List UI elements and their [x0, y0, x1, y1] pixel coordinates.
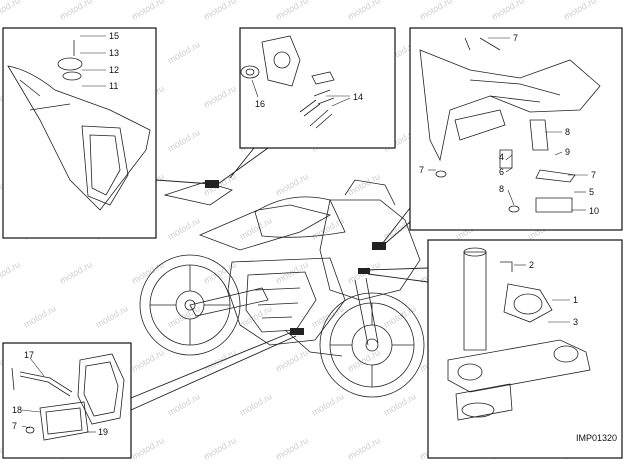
watermark-text: motod.ru	[274, 0, 310, 22]
callout-15: 15	[109, 31, 119, 41]
watermark-text: motod.ru	[346, 347, 382, 373]
watermark-text: motod.ru	[238, 391, 274, 417]
callout-4: 4	[499, 152, 504, 162]
watermark-text: motod.ru	[490, 0, 526, 22]
callout-7-right: 7	[591, 170, 596, 180]
callout-12: 12	[109, 65, 119, 75]
callout-13: 13	[109, 48, 119, 58]
watermark-text: motod.ru	[346, 435, 382, 461]
callout-19: 19	[98, 427, 108, 437]
watermark-text: motod.ru	[382, 303, 418, 329]
watermark-text: motod.ru	[130, 259, 166, 285]
watermark-text: motod.ru	[346, 171, 382, 197]
watermark-text: motod.ru	[238, 215, 274, 241]
watermark-text: motod.ru	[94, 303, 130, 329]
watermark-text: motod.ru	[0, 0, 22, 22]
leader-lines	[130, 147, 429, 411]
watermark-text: motod.ru	[202, 435, 238, 461]
callout-14: 14	[353, 92, 363, 102]
steering-horn-drawing	[447, 247, 591, 421]
watermark-text: motod.ru	[346, 0, 382, 22]
ignition-leaders	[251, 79, 351, 107]
tail-unit-leaders	[80, 35, 106, 87]
watermark-text: motod.ru	[166, 303, 202, 329]
watermark-text: motod.ru	[418, 0, 454, 22]
callout-7-lower: 7	[12, 421, 17, 431]
callout-8-upper: 8	[565, 127, 570, 137]
watermark-text: motod.ru	[274, 171, 310, 197]
fairing-bracket-drawing	[419, 37, 601, 213]
callout-7-left: 7	[419, 165, 424, 175]
panel-tail-unit: 15 13 12 11	[2, 27, 157, 239]
watermark-text: motod.ru	[0, 259, 22, 285]
watermark-text: motod.ru	[130, 435, 166, 461]
watermark-text: motod.ru	[166, 391, 202, 417]
watermark-text: motod.ru	[202, 259, 238, 285]
steering-horn-leaders	[514, 264, 570, 323]
callout-2: 2	[529, 260, 534, 270]
watermark-text: motod.ru	[130, 347, 166, 373]
fairing-bracket-leaders	[428, 37, 588, 211]
watermark-text: motod.ru	[130, 0, 166, 22]
watermark-text: motod.ru	[202, 0, 238, 22]
panel-front-fairing-bracket: 7 8 9 7 4 6 8 5 10 7	[409, 27, 623, 231]
watermark-text: motod.ru	[274, 347, 310, 373]
callout-9: 9	[565, 147, 570, 157]
ignition-switch-drawing	[240, 35, 335, 129]
panel-ignition-switch: 16 14	[239, 27, 396, 149]
watermark-text: motod.ru	[202, 83, 238, 109]
watermark-text: motod.ru	[22, 303, 58, 329]
watermark-text: motod.ru	[58, 259, 94, 285]
reference-code: IMP01320	[576, 433, 617, 443]
callout-3: 3	[573, 317, 578, 327]
watermark-text: motod.ru	[310, 391, 346, 417]
watermark-text: motod.ru	[58, 0, 94, 22]
callout-1: 1	[573, 295, 578, 305]
callout-17: 17	[24, 350, 34, 360]
watermark-text: motod.ru	[238, 303, 274, 329]
watermark-text: motod.ru	[310, 303, 346, 329]
callout-7-top: 7	[513, 33, 518, 43]
tail-unit-drawing	[7, 40, 151, 211]
watermark-text: motod.ru	[310, 215, 346, 241]
control-unit-leaders	[21, 357, 96, 433]
watermark-text: motod.ru	[166, 215, 202, 241]
callout-18: 18	[12, 405, 22, 415]
callout-16: 16	[255, 99, 265, 109]
watermark-text: motod.ru	[274, 435, 310, 461]
watermark-text: motod.ru	[382, 391, 418, 417]
watermark-text: motod.ru	[166, 127, 202, 153]
panel-steering-horn: 2 1 3 IMP01320	[427, 239, 623, 459]
callout-6: 6	[499, 167, 504, 177]
watermark-text: motod.ru	[562, 0, 598, 22]
callout-11: 11	[109, 81, 118, 91]
callout-10: 10	[589, 206, 599, 216]
callout-8-lower: 8	[499, 184, 504, 194]
panel-lower-control-unit: 17 18 7 19	[2, 342, 132, 459]
watermark-text: motod.ru	[166, 39, 202, 65]
callout-5: 5	[589, 187, 594, 197]
